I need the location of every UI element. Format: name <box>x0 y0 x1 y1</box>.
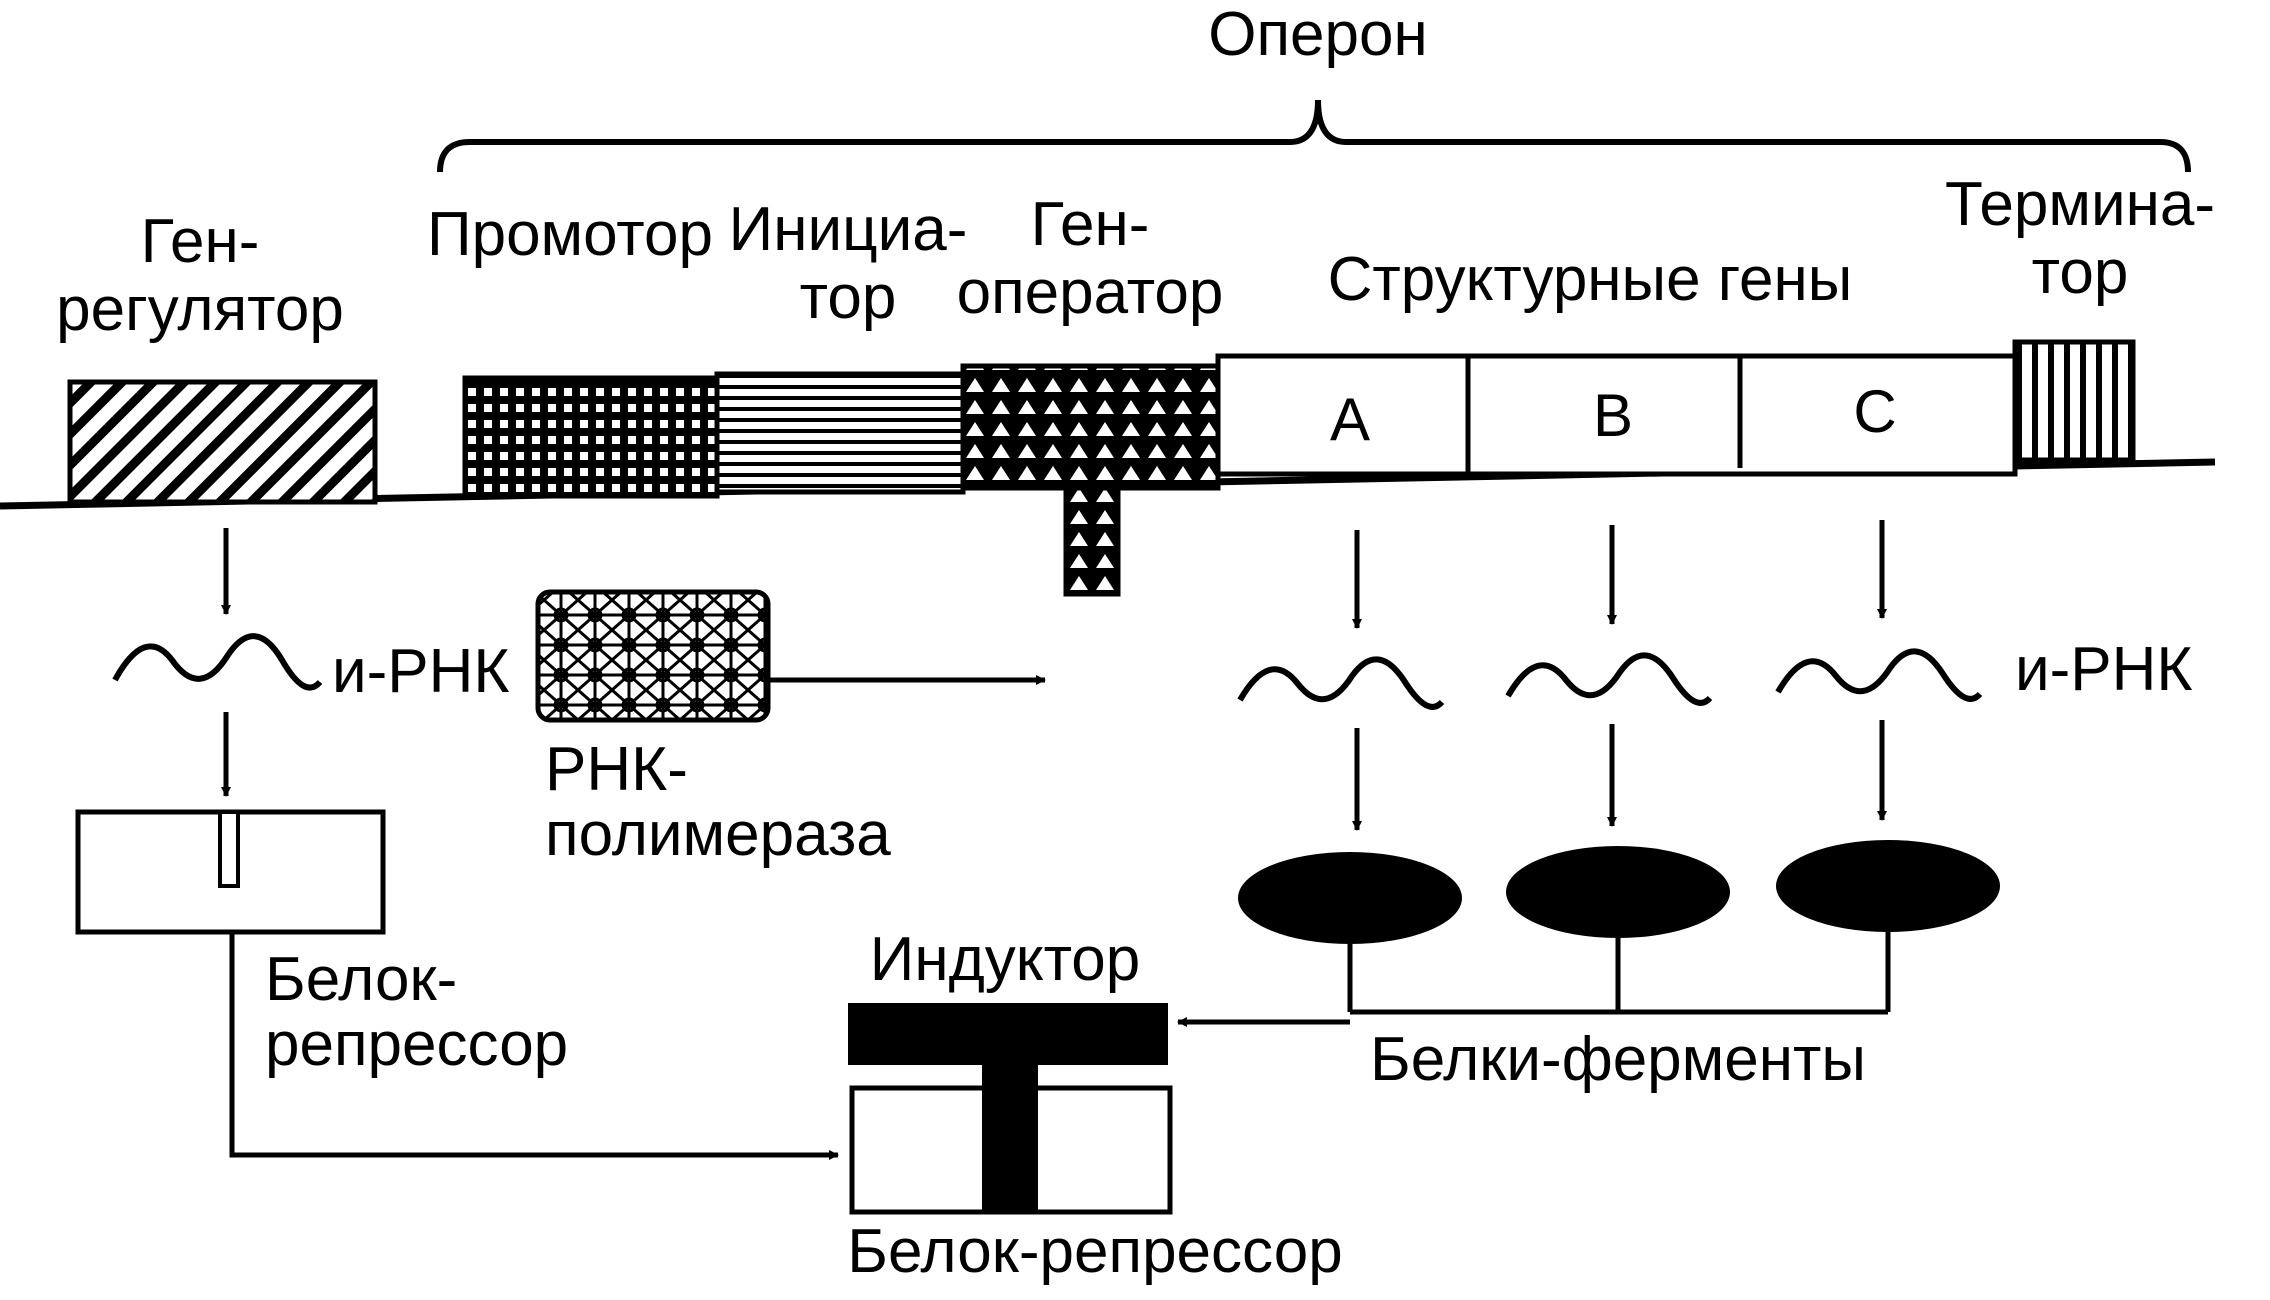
gene-c-label: С <box>1853 378 1896 445</box>
svg-text:Термина-: Термина- <box>1945 170 2215 239</box>
mrna-wave-b <box>1505 652 1713 706</box>
regulator-label: Ген- регулятор <box>56 207 344 344</box>
structural-genes-label: Структурные гены <box>1328 245 1853 314</box>
gene-a-label: А <box>1330 386 1370 453</box>
svg-text:репрессор: репрессор <box>265 1010 568 1079</box>
structural-arrows-down <box>1352 520 1887 629</box>
inducer-label: Индуктор <box>870 925 1140 994</box>
mrna-arrows-down <box>1352 720 1887 831</box>
svg-text:Инициа-: Инициа- <box>729 195 968 264</box>
repressor-label-bottom: Белок-репрессор <box>847 1217 1342 1286</box>
svg-text:РНК-: РНК- <box>545 735 688 804</box>
enzyme-c <box>1776 840 2000 932</box>
operon-brace <box>437 99 2191 173</box>
enzymes-label: Белки-ферменты <box>1370 1025 1866 1094</box>
operator-block <box>960 363 1221 491</box>
mrna-wave-left <box>112 633 323 691</box>
svg-text:тор: тор <box>2032 238 2129 307</box>
terminator-label: Термина- тор <box>1945 170 2215 307</box>
terminator-block <box>2012 339 2136 463</box>
repressor-notch <box>218 810 240 888</box>
svg-text:полимераза: полимераза <box>545 800 891 869</box>
inducer-bar <box>848 1003 1168 1065</box>
mrna-label-right: и-РНК <box>2015 635 2193 704</box>
gene-b-label: В <box>1593 382 1633 449</box>
rna-polymerase-block <box>535 589 771 723</box>
svg-text:Ген-: Ген- <box>141 207 260 276</box>
repressor-label-left: Белок- репрессор <box>265 945 568 1079</box>
mrna-wave-c <box>1775 648 1983 702</box>
mrna-label-left: и-РНК <box>332 637 510 706</box>
enzyme-b <box>1506 846 1730 938</box>
initiator-label: Инициа- тор <box>729 195 968 332</box>
regulator-gene-block <box>67 379 378 505</box>
operon-title: Оперон <box>1208 0 1427 69</box>
svg-text:Белок-: Белок- <box>265 945 457 1014</box>
svg-text:регулятор: регулятор <box>56 275 344 344</box>
inducer-stem <box>982 1065 1038 1212</box>
svg-text:тор: тор <box>800 263 897 332</box>
enzyme-connectors <box>1347 932 1891 1015</box>
arrow-repressor-to-complex <box>229 932 839 1160</box>
svg-text:оператор: оператор <box>957 258 1224 327</box>
initiator-block <box>714 371 966 495</box>
mrna-wave-a <box>1237 656 1445 710</box>
promoter-label: Промотор <box>427 200 713 269</box>
svg-text:Ген-: Ген- <box>1031 190 1150 259</box>
operator-label: Ген- оператор <box>957 190 1224 327</box>
rna-polymerase-label: РНК- полимераза <box>545 735 891 869</box>
promoter-block <box>462 375 720 499</box>
enzyme-a <box>1238 852 1462 944</box>
operator-stem <box>1063 485 1121 597</box>
